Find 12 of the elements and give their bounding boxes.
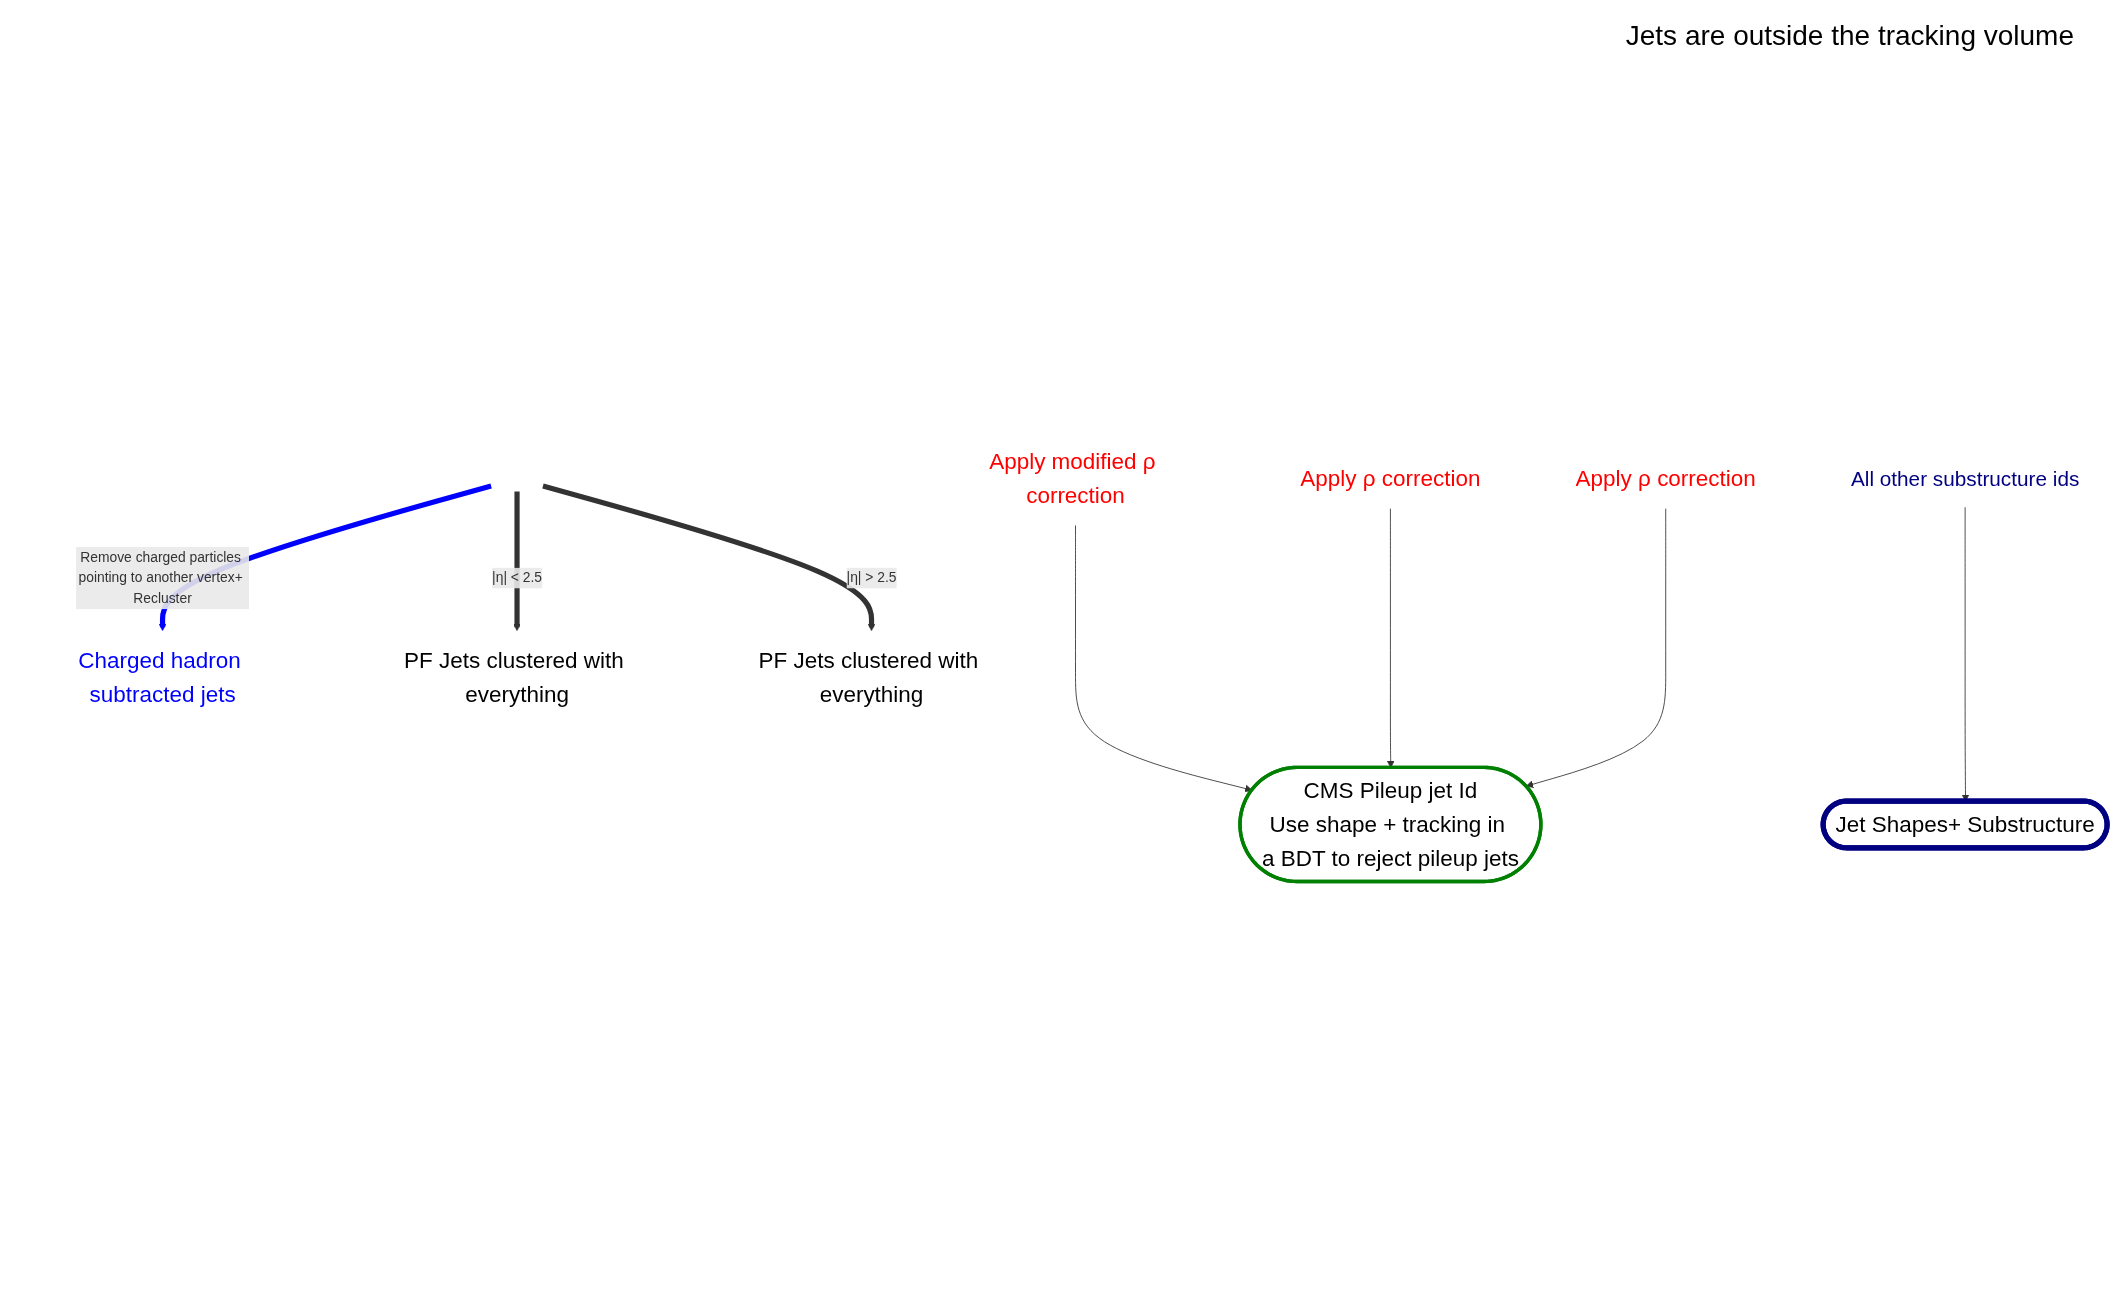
- arrow: [542, 483, 876, 631]
- node-text: Apply ρ correction: [1575, 464, 1756, 491]
- node-text: Apply modified ρ correction: [989, 448, 1156, 508]
- node-text: PF Jets clustered with everything: [403, 646, 624, 707]
- node-text: Apply ρ correction: [1300, 464, 1481, 491]
- edge-label: |η| < 2.5: [492, 570, 542, 585]
- node-text: All other substructure ids: [1850, 466, 2080, 490]
- note-text: Jets are outside the tracking volume: [1625, 20, 2074, 52]
- node-text: PF Jets clustered with everything: [758, 646, 979, 707]
- node-text: Charged hadron subtracted jets: [78, 646, 241, 707]
- edge-label: Remove charged particles pointing to another vertex+ Recluster: [78, 549, 243, 606]
- edge-label: |η| > 2.5: [846, 570, 897, 585]
